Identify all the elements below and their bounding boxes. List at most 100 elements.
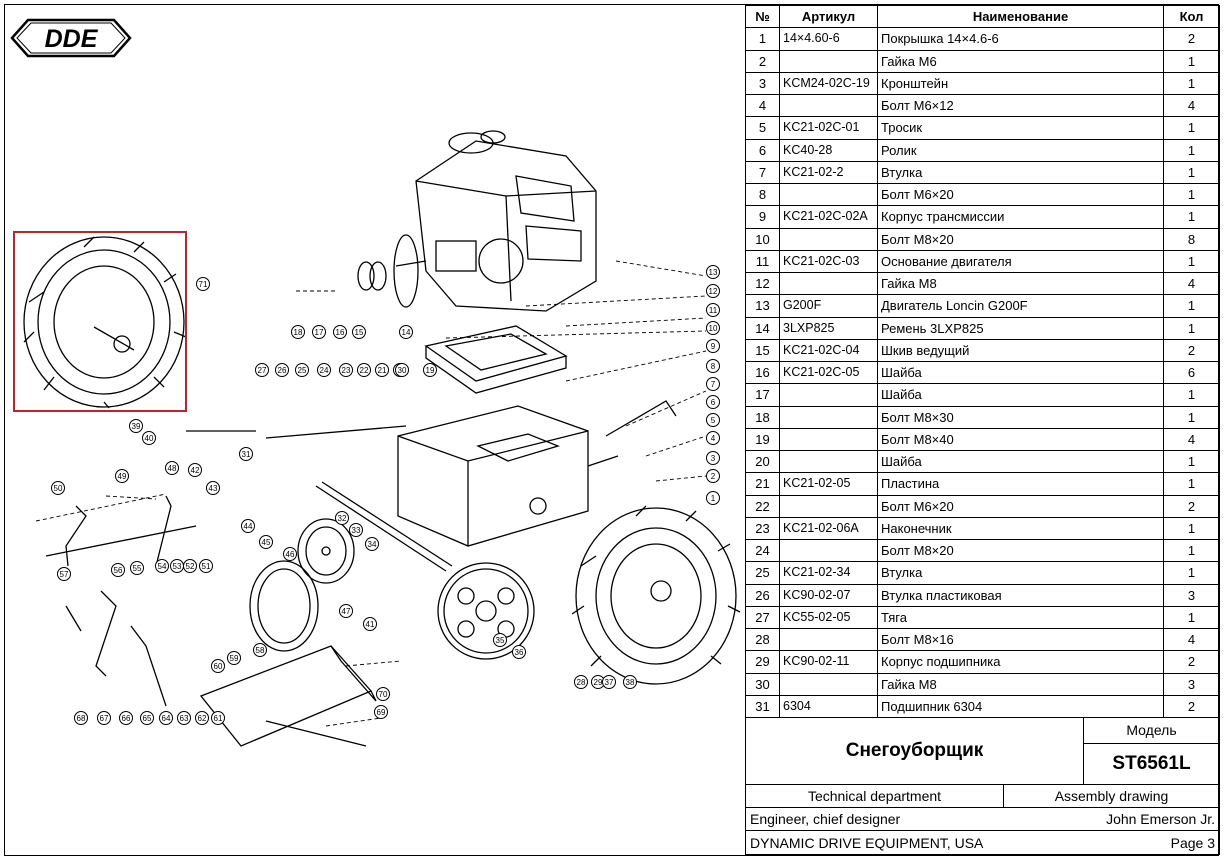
cell-name: Гайка М8 bbox=[877, 672, 1164, 696]
callout-5: 5 bbox=[706, 413, 720, 427]
callout-46: 46 bbox=[283, 547, 297, 561]
highlight-box bbox=[13, 231, 187, 412]
model-label: Модель bbox=[1084, 717, 1220, 744]
callout-66: 66 bbox=[119, 711, 133, 725]
cell-num: 4 bbox=[745, 93, 780, 118]
callout-label: 26 bbox=[278, 366, 287, 375]
cell-article: KC21-02-05 bbox=[779, 472, 878, 496]
pulley-46 bbox=[249, 560, 319, 652]
cell-article: KC21-02C-02A bbox=[779, 205, 878, 229]
assembly-drawing: 1234567891011121314151617181920212223242… bbox=[23, 130, 741, 747]
cell-name: Болт М6×20 bbox=[877, 182, 1164, 207]
callout-circle bbox=[227, 651, 241, 665]
cell-num: 15 bbox=[745, 338, 780, 363]
callout-circle bbox=[253, 643, 267, 657]
callout-circle bbox=[706, 321, 720, 335]
callout-63: 63 bbox=[177, 711, 191, 725]
cell-qty: 1 bbox=[1163, 449, 1220, 474]
callout-label: 17 bbox=[315, 328, 324, 337]
lever-mid bbox=[155, 495, 172, 567]
pulley-45 bbox=[297, 518, 355, 584]
callout-17: 17 bbox=[312, 325, 326, 339]
callout-label: 25 bbox=[298, 366, 307, 375]
cell-name: Болт М6×20 bbox=[877, 494, 1164, 518]
callout-1: 1 bbox=[706, 491, 720, 505]
lever-left bbox=[65, 505, 87, 567]
cell-num: 1 bbox=[745, 27, 780, 51]
callout-45: 45 bbox=[259, 535, 273, 549]
cell-qty: 1 bbox=[1163, 383, 1220, 407]
cell-qty: 1 bbox=[1163, 182, 1220, 207]
callout-circle bbox=[339, 604, 353, 618]
callout-circle bbox=[357, 363, 371, 377]
callout-48: 48 bbox=[165, 461, 179, 475]
callout-label: 62 bbox=[198, 714, 207, 723]
callout-circle bbox=[239, 447, 253, 461]
callout-circle bbox=[177, 711, 191, 725]
cell-qty: 1 bbox=[1163, 605, 1220, 630]
callout-21: 21 bbox=[375, 363, 389, 377]
callout-label: 64 bbox=[162, 714, 171, 723]
cell-qty: 1 bbox=[1163, 538, 1220, 563]
cell-qty: 2 bbox=[1163, 338, 1220, 363]
callout-label: 27 bbox=[258, 366, 267, 375]
cell-qty: 2 bbox=[1163, 494, 1220, 518]
callout-54: 54 bbox=[155, 559, 169, 573]
callout-51: 51 bbox=[199, 559, 213, 573]
document-type: Assembly drawing bbox=[1004, 785, 1220, 808]
callout-circle bbox=[706, 284, 720, 298]
cell-num: 27 bbox=[745, 605, 780, 630]
cell-qty: 1 bbox=[1163, 160, 1220, 185]
cell-name: Наконечник bbox=[877, 516, 1164, 541]
cell-name: Основание двигателя bbox=[877, 249, 1164, 274]
callout-13: 13 bbox=[706, 265, 720, 279]
callout-label: 50 bbox=[54, 484, 63, 493]
callout-label: 47 bbox=[342, 607, 351, 616]
callout-70: 70 bbox=[376, 687, 390, 701]
bracket-7 bbox=[605, 400, 677, 437]
cell-num: 12 bbox=[745, 271, 780, 296]
rod-69 bbox=[265, 720, 367, 747]
cell-article bbox=[779, 182, 878, 207]
callout-18: 18 bbox=[291, 325, 305, 339]
cell-num: 8 bbox=[745, 182, 780, 207]
left-wheel bbox=[23, 236, 187, 409]
callout-circle bbox=[291, 325, 305, 339]
callout-39: 39 bbox=[129, 419, 143, 433]
callout-label: 21 bbox=[378, 366, 387, 375]
callout-61: 61 bbox=[211, 711, 225, 725]
callout-label: 5 bbox=[711, 416, 716, 425]
cell-article: KC21-02C-03 bbox=[779, 249, 878, 274]
cell-qty: 3 bbox=[1163, 672, 1220, 696]
callout-41: 41 bbox=[363, 617, 377, 631]
callout-layer: 1234567891011121314151617181920212223242… bbox=[51, 265, 720, 725]
callout-circle bbox=[211, 659, 225, 673]
link-61 bbox=[130, 625, 167, 707]
cell-qty: 1 bbox=[1163, 138, 1220, 162]
cell-article bbox=[779, 627, 878, 652]
cell-name: Шайба bbox=[877, 360, 1164, 385]
callout-67: 67 bbox=[97, 711, 111, 725]
cell-num: 26 bbox=[745, 583, 780, 607]
cell-article bbox=[779, 449, 878, 474]
leader-lines bbox=[35, 260, 707, 727]
cell-num: 6 bbox=[745, 138, 780, 162]
cell-name: Тросик bbox=[877, 116, 1164, 140]
callout-label: 1 bbox=[711, 494, 716, 503]
cell-article: KC55-02-05 bbox=[779, 605, 878, 630]
cell-article bbox=[779, 49, 878, 73]
cell-name: Шайба bbox=[877, 383, 1164, 407]
cell-article: KC21-02C-04 bbox=[779, 338, 878, 363]
cell-article: KCM24-02C-19 bbox=[779, 71, 878, 96]
callout-42: 42 bbox=[188, 463, 202, 477]
cell-qty: 4 bbox=[1163, 627, 1220, 652]
cell-num: 31 bbox=[745, 694, 780, 719]
callout-label: 23 bbox=[342, 366, 351, 375]
